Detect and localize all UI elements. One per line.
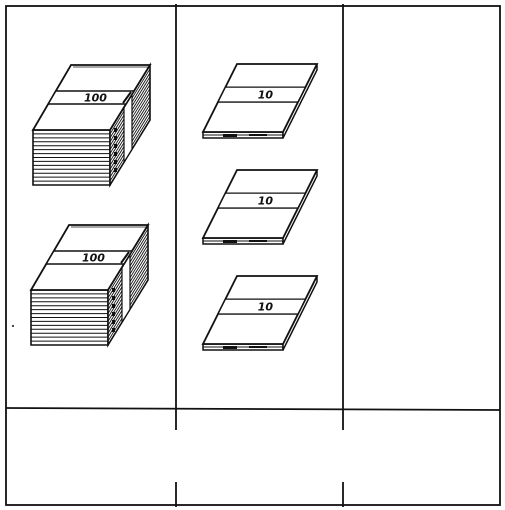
edge-mark [114, 152, 117, 156]
edge-shading [249, 134, 267, 136]
edge-mark [112, 288, 115, 292]
bundle-label: 10 [258, 89, 274, 102]
stack-body [31, 225, 148, 345]
row-divider [6, 408, 500, 410]
edge-shading [249, 240, 267, 242]
stray-dot [12, 325, 14, 327]
edge-mark [114, 160, 117, 164]
tens-column: 10 10 10 [203, 64, 317, 350]
bundle-label: 10 [258, 301, 274, 314]
bundle-of-10-icon: 10 [203, 64, 317, 138]
bundle-label: 100 [84, 92, 107, 105]
edge-mark [112, 304, 115, 308]
bundle-of-100-icon: 100 [31, 225, 148, 345]
bundle-label: 100 [82, 252, 105, 265]
edge-mark [112, 296, 115, 300]
hundreds-column: 100 100 [31, 65, 150, 345]
edge-shading [249, 346, 267, 348]
edge-mark [112, 320, 115, 324]
stack-body [33, 65, 150, 185]
edge-mark [112, 328, 115, 332]
bundle-of-10-icon: 10 [203, 170, 317, 244]
edge-mark [114, 136, 117, 140]
bundle-of-10-icon: 10 [203, 276, 317, 350]
bundle-of-100-icon: 100 [33, 65, 150, 185]
edge-shading [223, 134, 237, 137]
edge-mark [114, 144, 117, 148]
edge-mark [112, 312, 115, 316]
edge-shading [223, 240, 237, 243]
bundle-label: 10 [258, 195, 274, 208]
edge-mark [114, 128, 117, 132]
edge-mark [114, 168, 117, 172]
edge-shading [223, 346, 237, 349]
